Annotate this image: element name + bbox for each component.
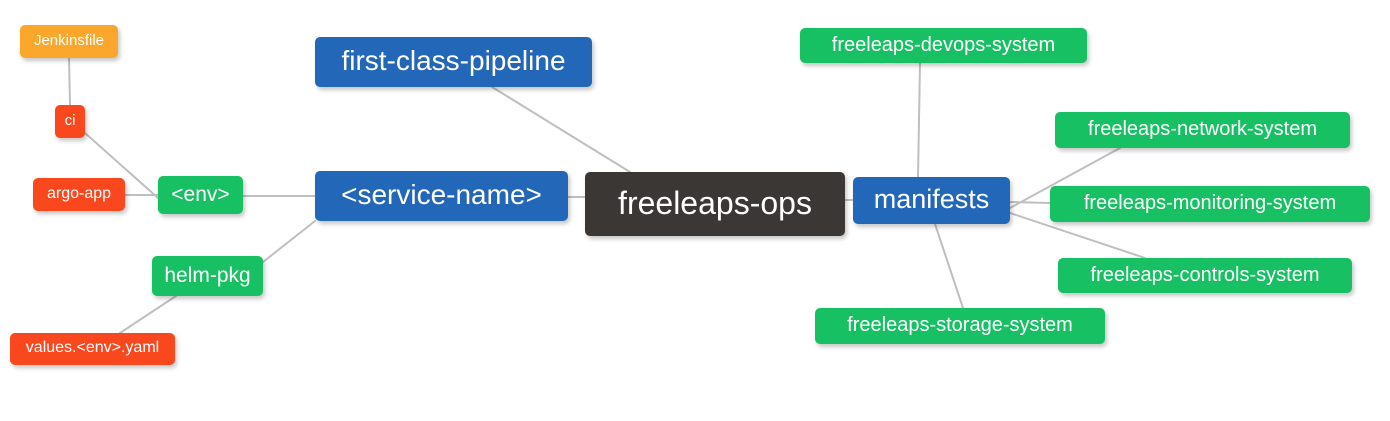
node-ci[interactable]: ci [55, 105, 85, 138]
node-env[interactable]: <env> [158, 176, 243, 214]
node-jenkinsfile[interactable]: Jenkinsfile [20, 25, 118, 58]
node-first-class-pipeline[interactable]: first-class-pipeline [315, 37, 592, 87]
node-label: first-class-pipeline [341, 45, 566, 76]
edge-manifests-monitoring [1009, 201, 1051, 204]
node-label: argo-app [46, 184, 112, 202]
node-helm-pkg[interactable]: helm-pkg [152, 256, 263, 296]
node-label: freeleaps-controls-system [1090, 263, 1320, 286]
node-label: freeleaps-storage-system [847, 314, 1073, 336]
node-values-yaml[interactable]: values.<env>.yaml [10, 333, 175, 365]
edge-jenkinsfile-ci [68, 57, 71, 106]
node-freeleaps-ops[interactable]: freeleaps-ops [585, 172, 845, 236]
node-freeleaps-controls-system[interactable]: freeleaps-controls-system [1058, 258, 1352, 293]
node-label: freeleaps-monitoring-system [1083, 192, 1337, 214]
node-freeleaps-network-system[interactable]: freeleaps-network-system [1055, 112, 1350, 148]
edge-servicename-helmpkg [262, 220, 316, 263]
node-label: freeleaps-network-system [1088, 118, 1317, 140]
edge-helmpkg-values [119, 295, 177, 334]
edge-manifests-storage [934, 223, 964, 309]
node-service-name[interactable]: <service-name> [315, 171, 568, 221]
node-argo-app[interactable]: argo-app [33, 178, 125, 211]
node-label: freeleaps-ops [618, 185, 812, 221]
node-label: manifests [873, 184, 990, 214]
node-freeleaps-storage-system[interactable]: freeleaps-storage-system [815, 308, 1105, 344]
node-label: freeleaps-devops-system [831, 33, 1056, 56]
edge-pipeline-ops [491, 86, 631, 173]
node-freeleaps-devops-system[interactable]: freeleaps-devops-system [800, 28, 1087, 63]
node-label: ci [64, 112, 76, 129]
node-label: <env> [171, 182, 230, 206]
node-label: Jenkinsfile [33, 32, 105, 49]
node-manifests[interactable]: manifests [853, 177, 1010, 224]
node-label: <service-name> [341, 179, 542, 210]
node-label: values.<env>.yaml [25, 339, 160, 356]
node-label: helm-pkg [164, 263, 251, 287]
edge-manifests-devops [917, 62, 921, 178]
node-freeleaps-monitoring-system[interactable]: freeleaps-monitoring-system [1050, 186, 1370, 222]
